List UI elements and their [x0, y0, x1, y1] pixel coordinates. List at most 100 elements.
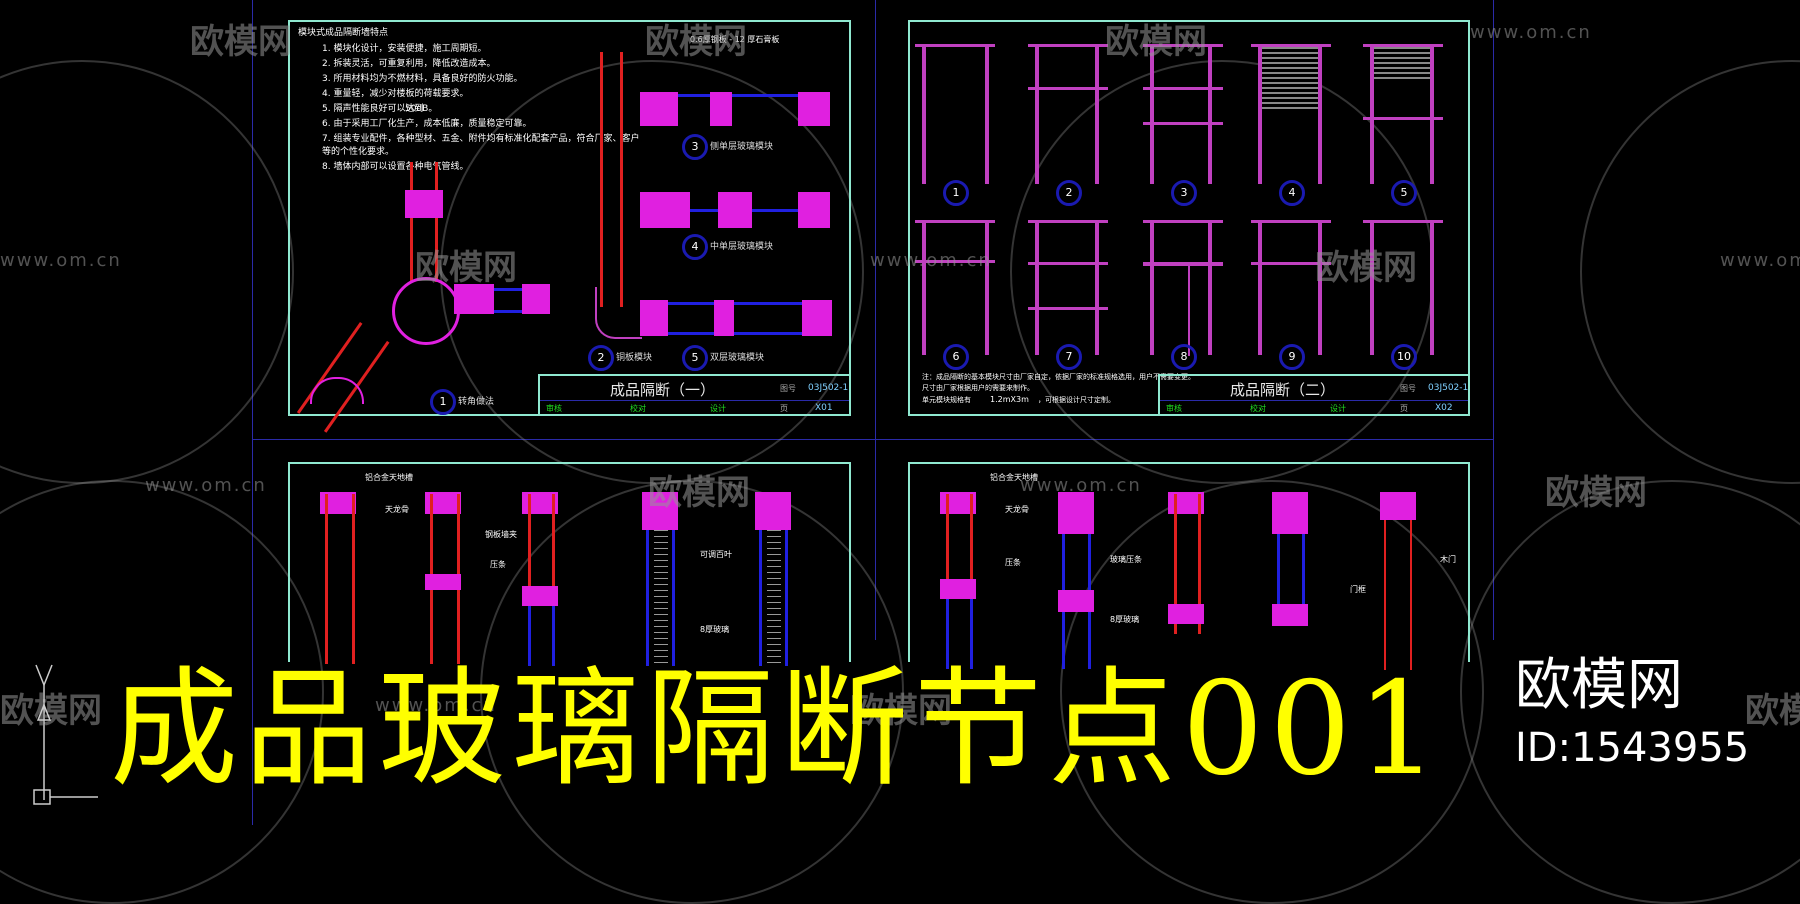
profile	[640, 192, 690, 228]
detail-number: 2	[588, 345, 614, 371]
frame-rail	[1028, 262, 1108, 265]
layout-line-middle	[252, 439, 1493, 440]
profile	[798, 92, 830, 126]
frame-rail	[1143, 262, 1223, 266]
detail-number: 2	[1056, 180, 1082, 206]
detail-number: 5	[682, 345, 708, 371]
note-line: 6. 由于采用工厂化生产，成本低廉，质量稳定可靠。	[322, 119, 532, 129]
label: 天龙骨	[1005, 505, 1029, 514]
drawing-number: 03J502-1	[808, 383, 849, 393]
drawing-sheet-1: 模块式成品隔断墙特点 1. 模块化设计，安装便捷，施工周期短。 2. 拆装灵活，…	[288, 20, 851, 433]
frame-post	[1318, 44, 1322, 184]
rail-profile	[522, 586, 558, 606]
detail-number: 3	[1171, 180, 1197, 206]
label: 铝合金天地槽	[365, 473, 413, 482]
glass	[946, 599, 949, 669]
frame-rail	[915, 260, 995, 263]
title-block: 成品隔断（二） 图号 03J502-1 审核 校对 设计 页 X02	[1158, 374, 1470, 416]
page-number: X02	[1435, 403, 1453, 413]
head-profile	[1380, 492, 1416, 520]
frame-head	[1251, 44, 1331, 47]
drawing-sheet-4: 铝合金天地槽 天龙骨 压条 玻璃压条 8厚玻璃 门框 木门	[908, 462, 1470, 670]
watermark-arc	[0, 60, 294, 484]
frame-post	[1095, 44, 1099, 184]
label: 8厚玻璃	[700, 625, 730, 634]
frame-head	[1251, 220, 1331, 223]
title-block-divider	[1160, 400, 1468, 401]
page-number: X01	[815, 403, 833, 413]
frame-post	[1150, 220, 1154, 355]
profile	[640, 300, 668, 336]
watermark-brand: 欧模网	[1315, 248, 1417, 288]
profile	[798, 192, 830, 228]
steel-panel	[325, 494, 328, 664]
head-profile	[1272, 492, 1308, 534]
glass	[552, 606, 555, 666]
detail-number: 6	[943, 344, 969, 370]
watermark-arc	[1580, 60, 1800, 484]
reviewer-label: 审核	[1166, 404, 1182, 413]
glass	[785, 530, 788, 666]
designer-label: 设计	[710, 404, 726, 413]
steel-panel	[600, 52, 603, 307]
detail-number: 7	[1056, 344, 1082, 370]
rail-profile	[425, 574, 461, 590]
profile	[405, 190, 443, 218]
layout-line-left	[252, 0, 253, 825]
head-profile	[1058, 492, 1094, 534]
frame-head	[1363, 220, 1443, 223]
head-profile	[1168, 492, 1204, 514]
glass	[494, 310, 524, 313]
door-leaf	[1384, 520, 1386, 670]
ucs-axis-icon	[33, 664, 98, 805]
frame-post	[922, 44, 926, 184]
glass	[970, 599, 973, 669]
frame-post	[1035, 44, 1039, 184]
label: 钢板墙夹	[485, 530, 517, 539]
louver	[1373, 47, 1433, 82]
drawing-no-label: 图号	[1400, 384, 1416, 393]
louver	[1260, 47, 1320, 112]
head-profile	[642, 492, 678, 530]
label: 铝合金天地槽	[990, 473, 1038, 482]
detail-caption: 转角做法	[458, 397, 495, 407]
profile	[714, 300, 734, 336]
steel-panel	[1174, 494, 1177, 634]
frame-post	[1208, 220, 1212, 355]
drawing-sheet-2: 1 2 3 4 5 6 7 8 9 10 注：成品隔断的基本模块尺寸由厂家自定，…	[908, 20, 1470, 416]
detail-number: 4	[1279, 180, 1305, 206]
watermark-brand: 欧模网	[1745, 691, 1800, 731]
watermark-brand: 欧模网	[190, 22, 292, 62]
rail-profile	[940, 579, 976, 599]
steel-panel	[620, 52, 623, 307]
detail-caption: 铜板模块	[616, 353, 653, 363]
frame-rail	[1251, 262, 1331, 265]
detail-caption: 中单层玻璃模块	[710, 242, 774, 252]
note-line: 单元模块规格有	[922, 396, 971, 404]
door-profile	[1272, 604, 1308, 626]
notes-title: 模块式成品隔断墙特点	[298, 28, 389, 38]
frame-post	[985, 44, 989, 184]
steel-panel	[352, 494, 355, 664]
detail-number: 9	[1279, 344, 1305, 370]
head-profile	[755, 492, 791, 530]
detail-number: 4	[682, 234, 708, 260]
frame-head	[915, 44, 995, 47]
steel-panel	[528, 494, 531, 594]
glass	[668, 302, 808, 305]
steel-panel	[1198, 494, 1201, 634]
reviewer-label: 审核	[546, 404, 562, 413]
steel-panel	[946, 494, 949, 584]
detail-number: 1	[430, 389, 456, 415]
rail-profile	[1058, 590, 1094, 612]
watermark-brand: 欧模网	[0, 691, 102, 731]
door-jamb	[1188, 266, 1190, 356]
layout-line-center	[875, 0, 876, 640]
detail-number: 1	[943, 180, 969, 206]
watermark-brand: 欧模网	[648, 473, 750, 513]
head-profile	[425, 492, 461, 514]
title-block-divider	[540, 400, 849, 401]
frame-post	[1318, 220, 1322, 355]
drawing-number: 03J502-1	[1428, 383, 1469, 393]
label: 玻璃压条	[1110, 555, 1142, 564]
